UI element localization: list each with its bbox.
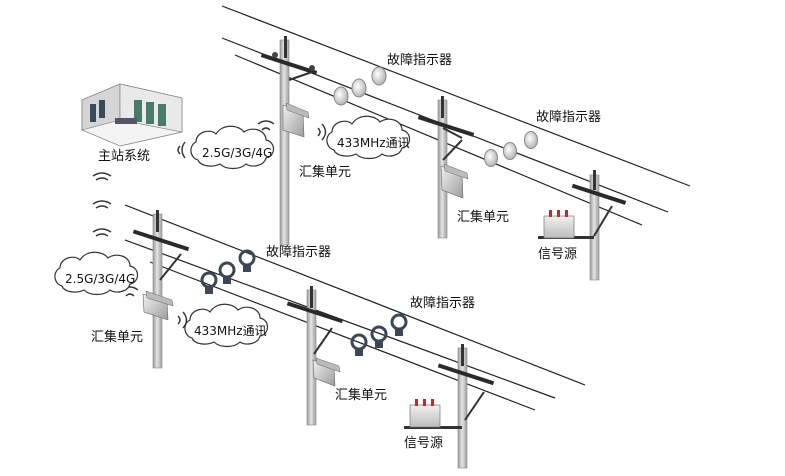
signal-source-device: [543, 210, 575, 239]
signal-source-label-1: 信号源: [538, 247, 577, 262]
fault-indicator: [200, 271, 218, 294]
fault-indicator: [350, 333, 368, 356]
fault-indicator: [484, 149, 498, 167]
fault-indicator: [371, 66, 387, 86]
aggregation-unit-device: [142, 290, 174, 321]
fault-indicator: [503, 142, 517, 160]
utility-pole: [286, 286, 344, 426]
aggregation-unit-label-2: 汇集单元: [457, 209, 509, 225]
aggregation-unit-device: [312, 357, 341, 387]
fault-indicator: [351, 78, 367, 98]
fault-indicator-group: [333, 66, 387, 106]
cellular-label-bottom: 2.5G/3G/4G: [65, 272, 135, 286]
utility-pole: [132, 210, 190, 369]
fault-indicator: [390, 313, 408, 336]
rf-cloud-bottom: [184, 303, 269, 348]
utility-pole: [404, 344, 495, 469]
fault-indicator-group: [200, 249, 256, 294]
signal-source-device: [409, 399, 441, 428]
wireless-wave-icon: [92, 120, 327, 329]
aggregation-unit-label-3: 汇集单元: [91, 329, 143, 345]
fault-indicator: [238, 249, 256, 272]
conductor-wire: [221, 5, 691, 187]
conductor-wire: [124, 204, 586, 386]
lower-power-line: [124, 204, 586, 411]
master-station-label: 主站系统: [98, 149, 150, 164]
fault-indicator-label-3: 故障指示器: [266, 245, 331, 260]
rf-433-label-bottom: 433MHz通讯: [194, 324, 267, 338]
fault-indicator-label-1: 故障指示器: [387, 53, 452, 68]
fault-indicator: [218, 261, 236, 284]
cellular-label-top: 2.5G/3G/4G: [202, 146, 272, 160]
signal-source-label-2: 信号源: [404, 436, 443, 451]
fault-indicator-group: [484, 131, 538, 167]
cellular-cloud-bottom: [54, 251, 139, 296]
master-station-building: [81, 83, 183, 147]
aggregation-unit-device: [440, 163, 469, 199]
aggregation-unit-label-1: 汇集单元: [299, 164, 351, 180]
rf-433-label-top: 433MHz通讯: [337, 136, 410, 150]
aggregation-unit-label-4: 汇集单元: [335, 387, 387, 403]
utility-pole: [260, 36, 318, 246]
fault-indicator-group: [350, 313, 408, 356]
fault-indicator-label-2: 故障指示器: [536, 110, 601, 125]
cellular-cloud-top: [190, 125, 275, 170]
rf-cloud-top: [326, 115, 411, 160]
fault-indicator-label-4: 故障指示器: [410, 296, 475, 311]
fault-indicator: [524, 131, 538, 149]
aggregation-unit-device: [282, 102, 310, 138]
fault-indicator: [333, 86, 349, 106]
fault-indicator: [370, 325, 388, 348]
